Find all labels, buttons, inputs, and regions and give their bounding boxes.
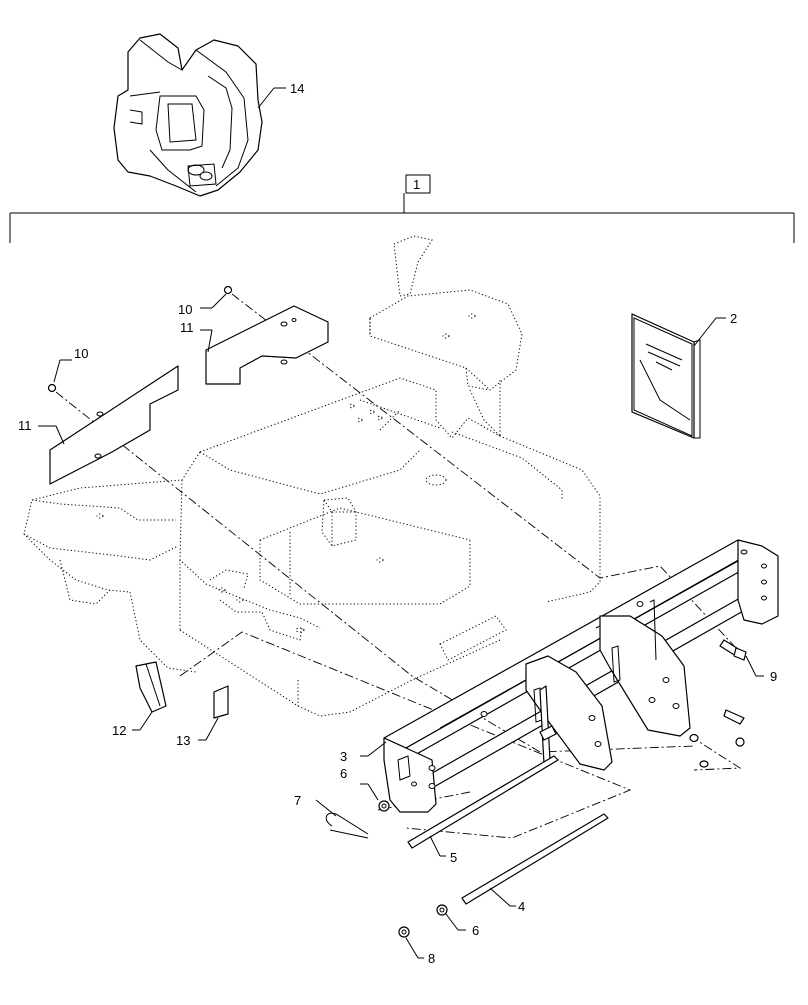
callout-11-upper: 11: [180, 320, 194, 335]
callout-14: 14: [290, 81, 304, 96]
leader-14: [257, 87, 275, 109]
callout-6-lower: 6: [472, 923, 479, 938]
hitch-frame-part-3: [383, 539, 779, 813]
callout-8: 8: [428, 951, 435, 966]
kit-bracket: 1: [9, 174, 795, 243]
callout-9: 9: [770, 669, 777, 684]
callout-12: 12: [112, 723, 126, 738]
callout-2: 2: [730, 311, 737, 326]
right-hardware: [539, 709, 745, 768]
plate-part-11-upper: [205, 305, 329, 385]
callout-1: 1: [413, 177, 420, 192]
callout-box-1: [405, 174, 431, 194]
callout-4: 4: [518, 899, 525, 914]
screw-part-10-lower: [47, 383, 57, 393]
bracket-part-12: [135, 661, 167, 713]
nut-part-8: [398, 926, 410, 938]
callout-6-upper: 6: [340, 766, 347, 781]
callout-11-lower: 11: [18, 418, 32, 433]
counterweight-part-14: [113, 33, 263, 197]
hairpin-part-7: [325, 812, 369, 839]
screw-part-10-upper: [223, 285, 233, 295]
callout-3: 3: [340, 749, 347, 764]
rod-part-5: [407, 755, 559, 849]
bolt-part-9: [719, 639, 747, 661]
plate-part-11-lower: [49, 365, 179, 485]
callout-7: 7: [294, 793, 301, 808]
callout-13: 13: [176, 733, 190, 748]
washer-part-6-upper: [378, 800, 390, 812]
callout-10-lower: 10: [74, 346, 88, 361]
decal-part-13: [213, 685, 229, 719]
callout-10-upper: 10: [178, 302, 192, 317]
callout-5: 5: [450, 850, 457, 865]
tractor-frame-outline: [23, 235, 601, 717]
rod-part-4: [461, 813, 609, 905]
washer-part-6-lower: [436, 904, 448, 916]
manual-part-2: [631, 313, 701, 439]
